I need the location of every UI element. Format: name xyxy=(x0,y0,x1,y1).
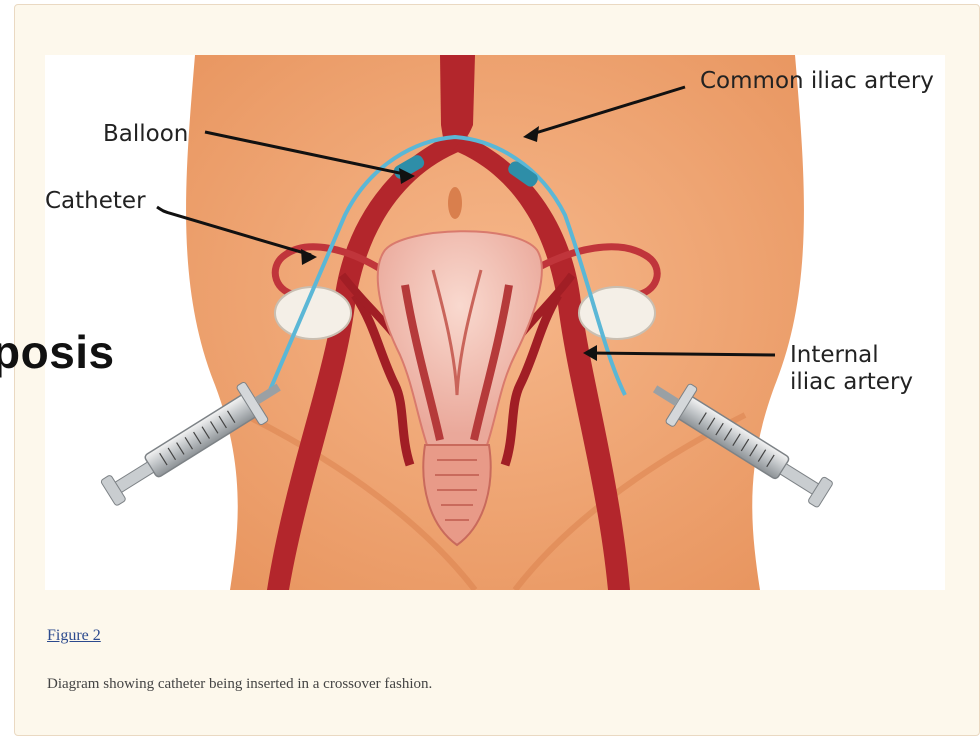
navel xyxy=(448,187,462,219)
internal-iliac-label-line2: iliac artery xyxy=(790,369,913,395)
slide-title-fragment: posis xyxy=(0,325,115,379)
diagram-illustration: Common iliac artery Balloon Catheter Int… xyxy=(45,55,945,590)
internal-iliac-label-line1: Internal xyxy=(790,342,879,368)
figure-2-link[interactable]: Figure 2 xyxy=(47,627,101,645)
balloon-label: Balloon xyxy=(103,121,188,147)
catheter-label: Catheter xyxy=(45,188,146,214)
left-ovary xyxy=(275,287,351,339)
catheter-diagram: Common iliac artery Balloon Catheter Int… xyxy=(45,55,945,590)
common-iliac-label: Common iliac artery xyxy=(700,68,934,94)
figure-caption: Diagram showing catheter being inserted … xyxy=(47,676,432,693)
